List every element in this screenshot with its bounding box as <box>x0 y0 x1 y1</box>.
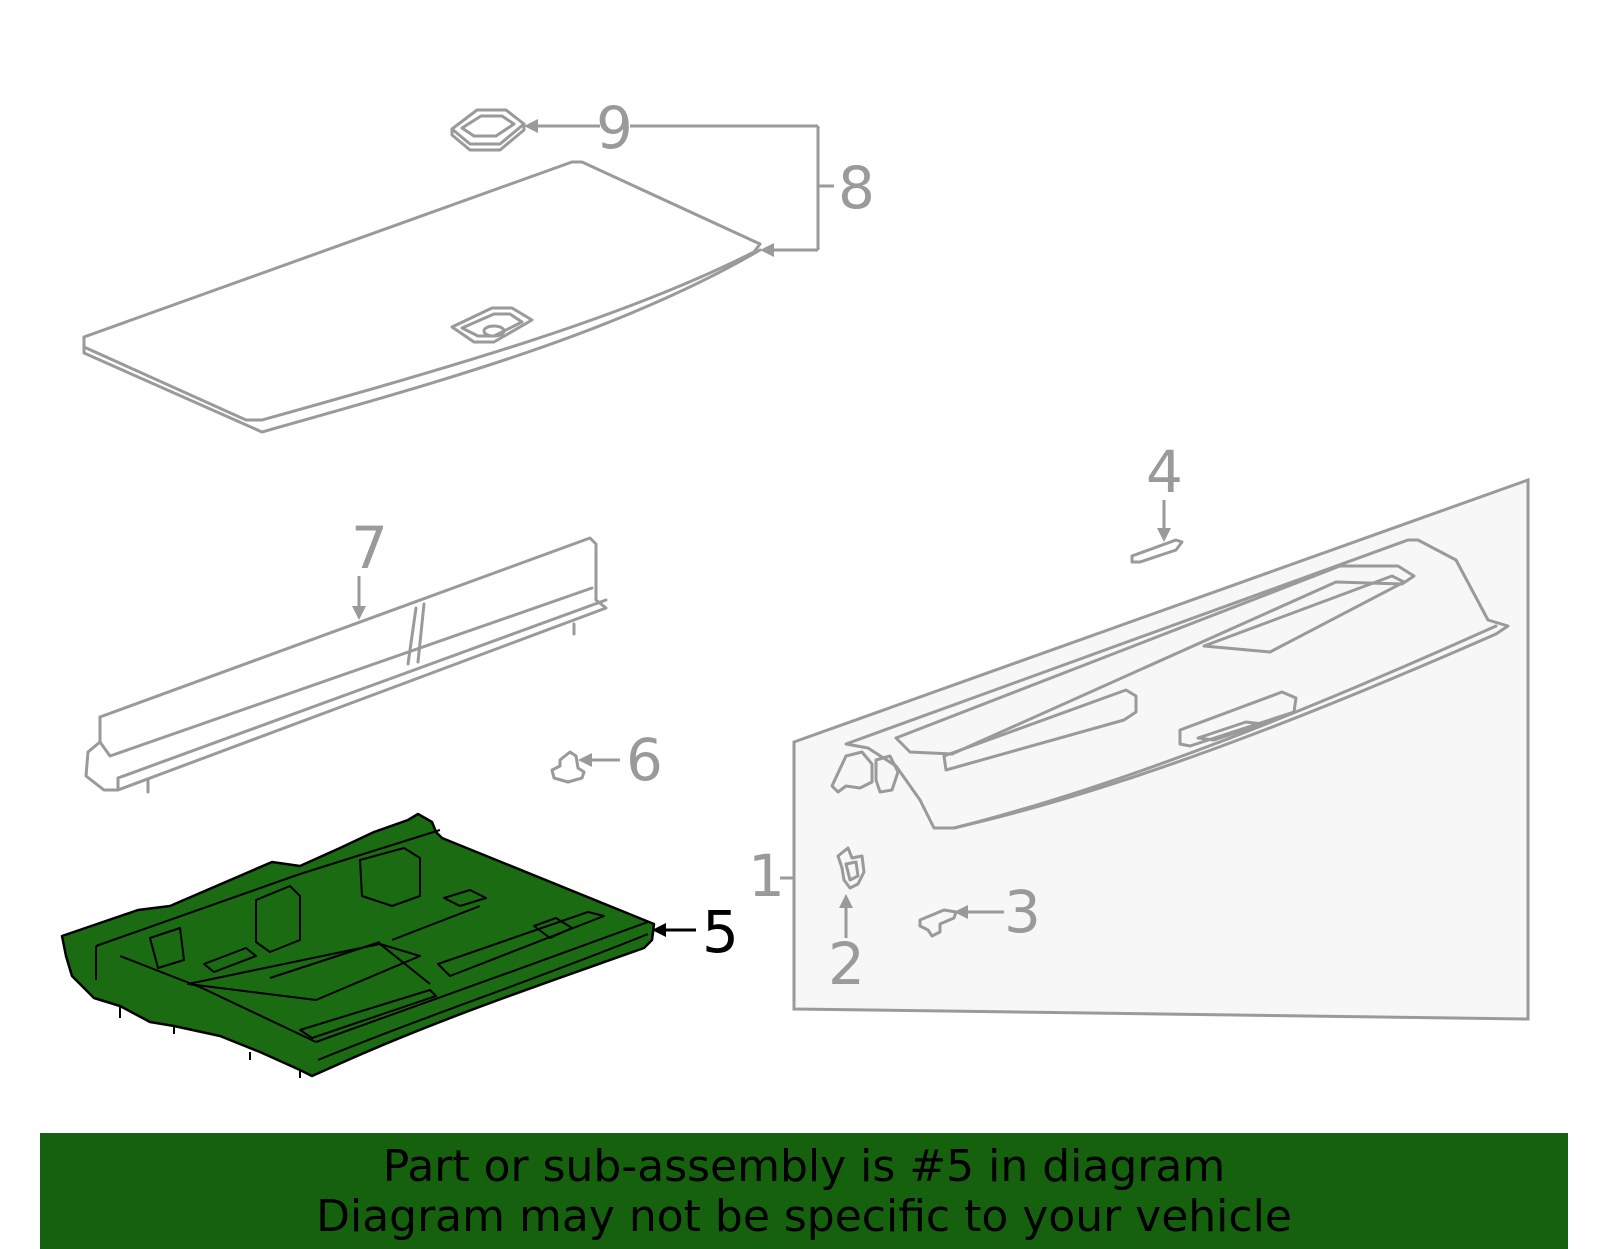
leader-3 <box>954 905 1004 919</box>
inset-panel <box>792 477 1530 1021</box>
part-9-pad[interactable] <box>450 108 526 152</box>
part-1-rear-trim[interactable] <box>830 538 1510 830</box>
callout-9[interactable]: 9 <box>596 94 633 162</box>
callout-6[interactable]: 6 <box>626 726 663 794</box>
part-4-tab[interactable] <box>1130 538 1184 564</box>
part-3-retainer[interactable] <box>918 908 958 938</box>
leader-5 <box>652 923 696 937</box>
leader-6 <box>578 753 620 767</box>
callout-7[interactable]: 7 <box>351 514 388 582</box>
part-5-storage-tray[interactable] <box>60 812 656 1078</box>
part-8-cargo-cover[interactable] <box>82 160 762 434</box>
part-6-clip[interactable] <box>550 750 586 784</box>
part-7-trim-panel[interactable] <box>84 536 608 794</box>
leader-8-9 <box>524 119 834 257</box>
callout-4[interactable]: 4 <box>1146 438 1183 506</box>
leader-7 <box>352 576 366 620</box>
info-banner: Part or sub-assembly is #5 in diagram Di… <box>40 1133 1568 1249</box>
callout-8[interactable]: 8 <box>838 154 875 222</box>
leader-4 <box>1157 500 1171 542</box>
callout-2[interactable]: 2 <box>828 930 865 998</box>
callout-5[interactable]: 5 <box>702 898 739 966</box>
leader-2 <box>839 894 853 938</box>
callout-1[interactable]: 1 <box>748 842 785 910</box>
callout-3[interactable]: 3 <box>1004 878 1041 946</box>
banner-line-disclaimer: Diagram may not be specific to your vehi… <box>316 1191 1292 1242</box>
banner-line-part: Part or sub-assembly is #5 in diagram <box>382 1141 1226 1192</box>
part-2-clip[interactable] <box>836 846 866 890</box>
